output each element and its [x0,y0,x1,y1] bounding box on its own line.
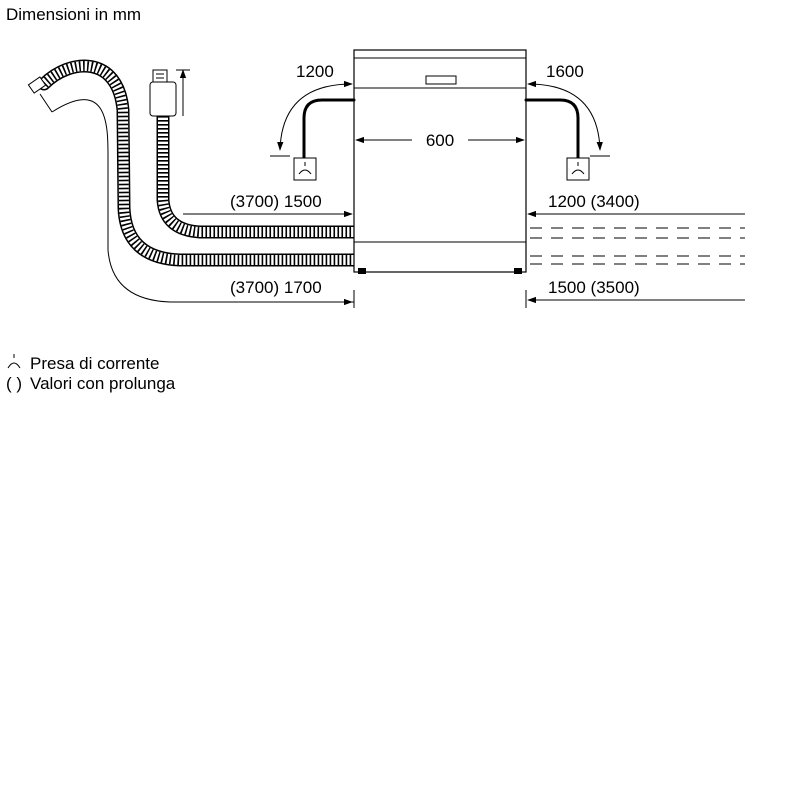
dim-cable-right: 1600 [546,62,584,81]
hose-continuation [530,227,745,265]
dim-left-inlet: (3700) 1500 [230,192,322,211]
drain-hose [27,59,361,267]
control-panel-display [425,75,457,85]
dim-left-drain: (3700) 1700 [230,278,322,297]
legend-socket-label: Presa di corrente [30,354,159,373]
dim-width: 600 [426,131,454,150]
dim-right-upper: 1200 (3400) [548,192,640,211]
extension-outline [51,99,354,303]
legend-extension-label: Valori con prolunga [30,374,176,393]
installation-diagram: Dimensioni in mm 600 [6,5,745,393]
socket-symbol-icon [7,354,21,369]
dim-cable-left: 1200 [296,62,334,81]
legend-extension-symbol: ( ) [6,374,22,393]
power-cable-left: 1200 [270,62,356,181]
legend: Presa di corrente ( ) Valori con prolung… [6,354,176,393]
inlet-hose [149,69,361,239]
dishwasher [353,49,527,274]
diagram-title: Dimensioni in mm [6,5,141,24]
power-cable-right: 1600 [524,62,610,181]
dim-right-lower: 1500 (3500) [548,278,640,297]
